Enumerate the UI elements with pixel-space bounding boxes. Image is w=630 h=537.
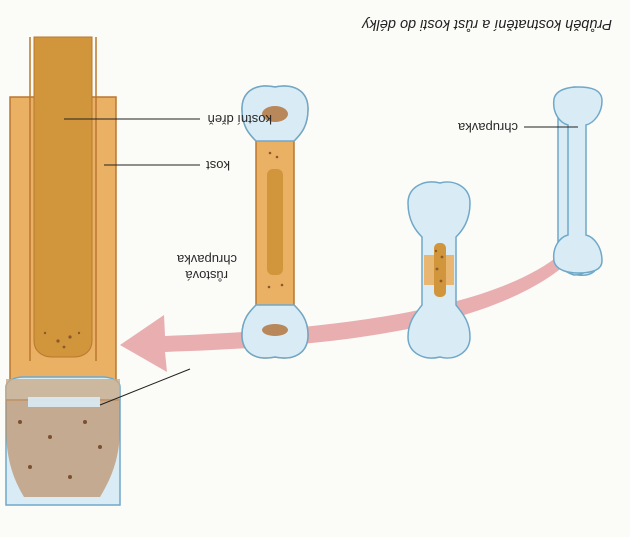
label-growth-cartilage-line1: růstová bbox=[185, 268, 228, 283]
label-marrow: kostní dřeň bbox=[208, 112, 272, 127]
cartilage-model-stage1 bbox=[554, 87, 602, 275]
label-bone: kost bbox=[206, 158, 230, 173]
mature-bone-stage4 bbox=[6, 37, 120, 505]
diagram-title: Průběh kostnatění a růst kosti do délky bbox=[362, 16, 612, 31]
ossification-center-stage2 bbox=[408, 182, 470, 358]
label-growth-cartilage-line2: chrupavka bbox=[177, 252, 237, 267]
label-cartilage: chrupavka bbox=[458, 120, 518, 135]
